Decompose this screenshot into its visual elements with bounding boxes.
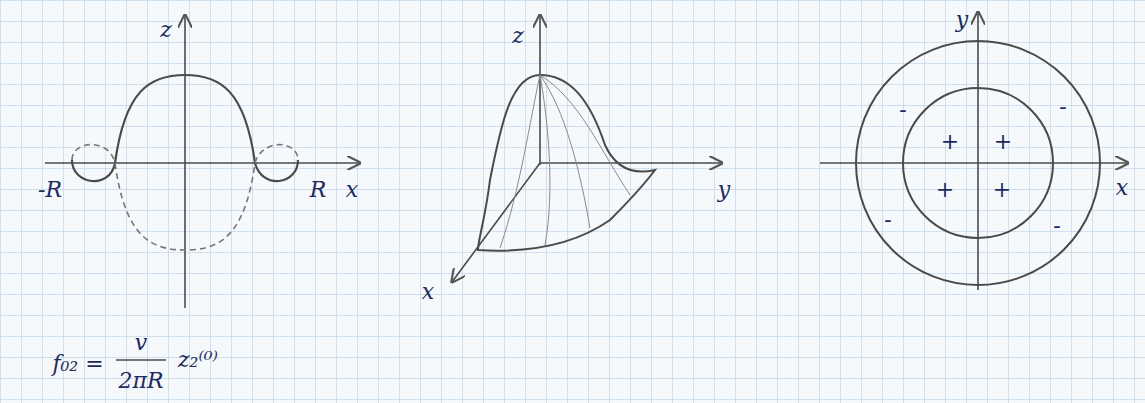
y-axis bbox=[540, 162, 722, 164]
axis-label: x bbox=[1116, 177, 1128, 199]
formula-text: 2πR bbox=[118, 370, 163, 392]
nodal-circle bbox=[903, 88, 1053, 238]
formula-text: v bbox=[135, 332, 147, 354]
outer-circle bbox=[856, 41, 1100, 285]
sign-mark: + bbox=[941, 131, 959, 153]
z-axis bbox=[184, 15, 186, 308]
dimension-label: -R bbox=[38, 179, 62, 201]
sign-mark: - bbox=[899, 99, 906, 121]
axis-label: z bbox=[512, 25, 524, 47]
formula-text: z₂⁽⁰⁾ bbox=[178, 349, 218, 371]
sign-mark: + bbox=[994, 131, 1012, 153]
formula-text: f₀₂ = bbox=[52, 353, 103, 375]
y-axis bbox=[977, 12, 979, 290]
axis-label: y bbox=[718, 179, 730, 201]
axis-label: z bbox=[160, 19, 172, 41]
axis-label: x bbox=[346, 179, 358, 201]
sign-mark: - bbox=[1053, 215, 1060, 237]
dimension-label: R bbox=[310, 179, 327, 201]
sign-mark: + bbox=[993, 179, 1011, 201]
x-axis bbox=[452, 163, 540, 282]
axis-label: y bbox=[956, 9, 968, 31]
x-axis bbox=[45, 162, 360, 164]
sign-mark: - bbox=[1059, 96, 1066, 118]
bell-surface bbox=[478, 75, 655, 251]
fraction-bar bbox=[116, 359, 166, 361]
mode-curve bbox=[72, 75, 298, 181]
sign-mark: + bbox=[936, 179, 954, 201]
mode-curve-dashed bbox=[72, 145, 298, 250]
sign-mark: - bbox=[884, 209, 891, 231]
axis-label: x bbox=[422, 281, 434, 303]
z-axis bbox=[539, 15, 541, 165]
x-axis bbox=[820, 162, 1128, 164]
